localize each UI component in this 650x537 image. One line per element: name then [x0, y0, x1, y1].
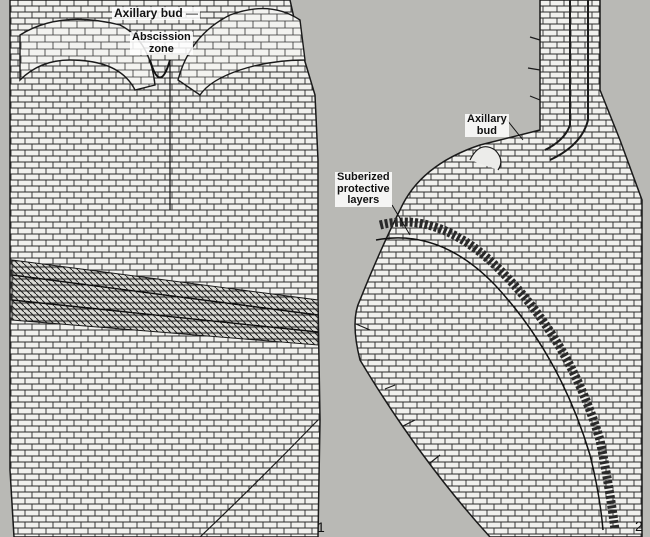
right-petiole-section: [355, 0, 642, 537]
label-abscission-zone: Abscission zone: [130, 32, 193, 55]
figure-number-right: 2: [635, 518, 643, 534]
label-axillary-bud-right-line2: bud: [477, 125, 497, 137]
label-abscission-zone-line2: zone: [149, 43, 174, 55]
figure-number-left: 1: [317, 519, 325, 535]
label-axillary-bud-left: Axillary bud —: [112, 7, 200, 20]
left-stem-section: [10, 0, 320, 537]
label-suberized-layers: Suberized protective layers: [335, 172, 392, 207]
label-abscission-zone-line1: Abscission: [132, 31, 191, 43]
label-axillary-bud-right-line1: Axillary: [467, 113, 507, 125]
label-suberized-line3: layers: [347, 194, 379, 206]
label-suberized-line1: Suberized: [337, 171, 390, 183]
label-suberized-line2: protective: [337, 183, 390, 195]
label-axillary-bud-right: Axillary bud: [465, 114, 509, 137]
